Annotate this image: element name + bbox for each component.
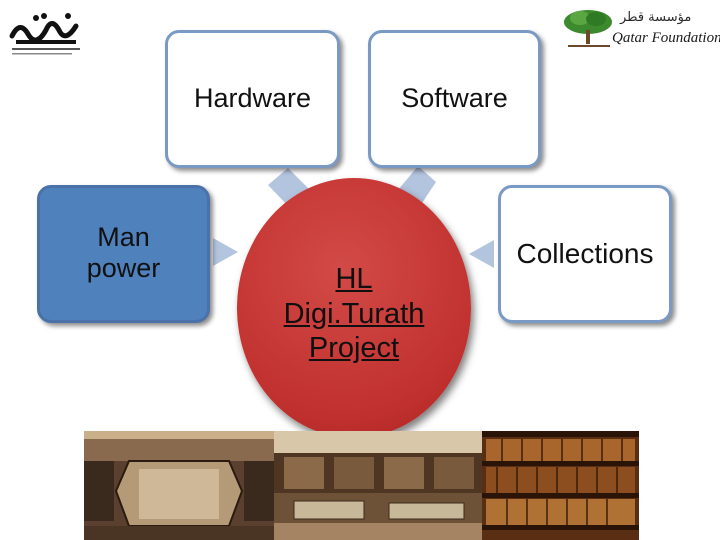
collections-label: Collections (516, 237, 654, 269)
library-photo-reading-room (274, 431, 482, 540)
hardware-label: Hardware (193, 83, 312, 114)
library-photos (84, 431, 639, 540)
manpower-label-line1: Man (97, 222, 150, 252)
software-label: Software (401, 83, 508, 114)
collections-box: Collections (498, 185, 672, 323)
manpower-label-line2: power (86, 253, 161, 284)
qatar-foundation-name: Qatar Foundation (612, 30, 720, 46)
center-label-line1: HL (335, 262, 373, 295)
software-box: Software (368, 30, 541, 168)
center-label-line2: Digi.Turath (283, 297, 425, 330)
center-label-line3: Project (308, 332, 400, 365)
arrow-collections (469, 240, 494, 268)
manpower-box: Man power (37, 185, 210, 323)
center-project-circle: HL Digi.Turath Project (237, 178, 471, 438)
hardware-box: Hardware (165, 30, 340, 168)
arrow-manpower (213, 238, 238, 266)
thaqafa-logo (9, 13, 80, 55)
library-photo-bookshelves (482, 431, 639, 540)
qatar-foundation-arabic: مؤسسة قطر (620, 10, 692, 25)
qatar-foundation-tree-icon (564, 10, 612, 47)
library-photo-display-case (84, 431, 274, 540)
